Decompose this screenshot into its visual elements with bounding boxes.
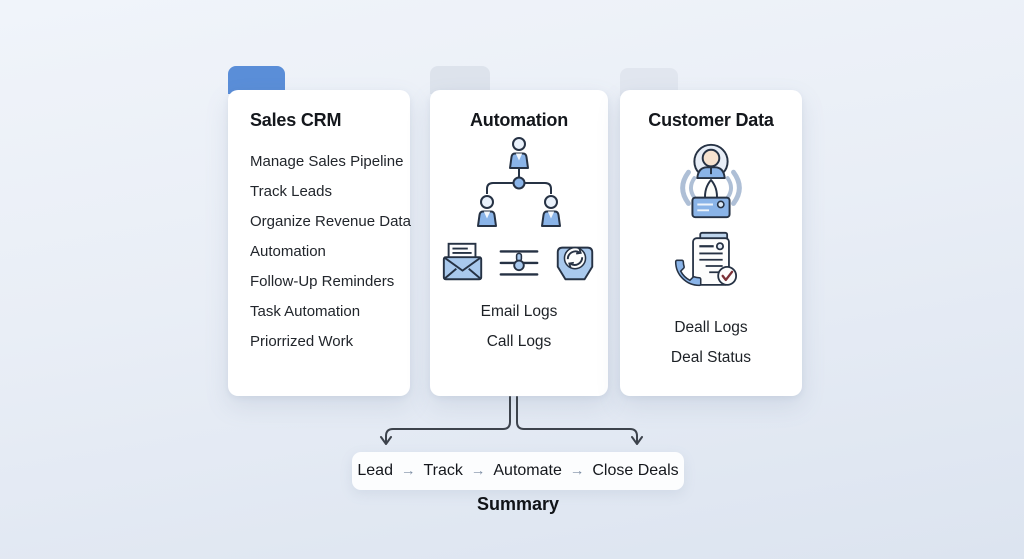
feature-item: Organize Revenue Data (250, 213, 411, 230)
flow-arrow-icon: → (400, 463, 416, 479)
automation-icon-row (440, 239, 598, 285)
sales-crm-title: Sales CRM (250, 110, 342, 130)
summary-label: Summary (476, 494, 560, 514)
automation-title: Automation (470, 110, 568, 130)
automation-card-tab (430, 66, 490, 94)
sync-icon (556, 246, 594, 281)
feature-item: Task Automation (250, 303, 361, 320)
flow-step: Track (423, 462, 463, 479)
org-chart-icon (477, 137, 561, 227)
sliders-icon (499, 250, 539, 276)
log-label: Email Logs (480, 303, 558, 320)
email-icon (442, 242, 483, 281)
flow-step: Automate (493, 462, 562, 479)
call-log-icon (674, 231, 738, 287)
flow-step: Lead (357, 462, 393, 479)
sales-crm-card: Sales CRM Manage Sales Pipeline Track Le… (228, 90, 411, 396)
flow-arrow-icon: → (470, 463, 486, 479)
flow-step: Close Deals (592, 462, 679, 479)
automation-log-labels: Email Logs Call Logs (481, 297, 558, 357)
sales-crm-feature-list: Manage Sales Pipeline Track Leads Organi… (250, 147, 411, 357)
feature-item: Manage Sales Pipeline (250, 153, 404, 170)
log-label: Call Logs (486, 333, 552, 350)
support-agent-icon (680, 143, 742, 219)
customer-data-title: Customer Data (648, 110, 774, 130)
flow-summary-bar: Lead → Track → Automate → Close Deals (352, 452, 684, 490)
sales-crm-card-tab (228, 66, 285, 94)
branch-connector-arrows (380, 396, 643, 445)
customer-data-log-labels: Deall Logs Deal Status (671, 313, 751, 373)
customer-data-card: Customer Data (620, 90, 802, 396)
log-label: Deall Logs (674, 319, 748, 336)
log-label: Deal Status (670, 349, 752, 366)
automation-card: Automation (430, 90, 608, 396)
flow-arrow-icon: → (569, 463, 585, 479)
feature-item: Track Leads (250, 183, 332, 200)
feature-item: Automation (250, 243, 326, 260)
feature-item: Follow-Up Reminders (250, 273, 395, 290)
feature-item: Priorrized Work (250, 333, 354, 350)
